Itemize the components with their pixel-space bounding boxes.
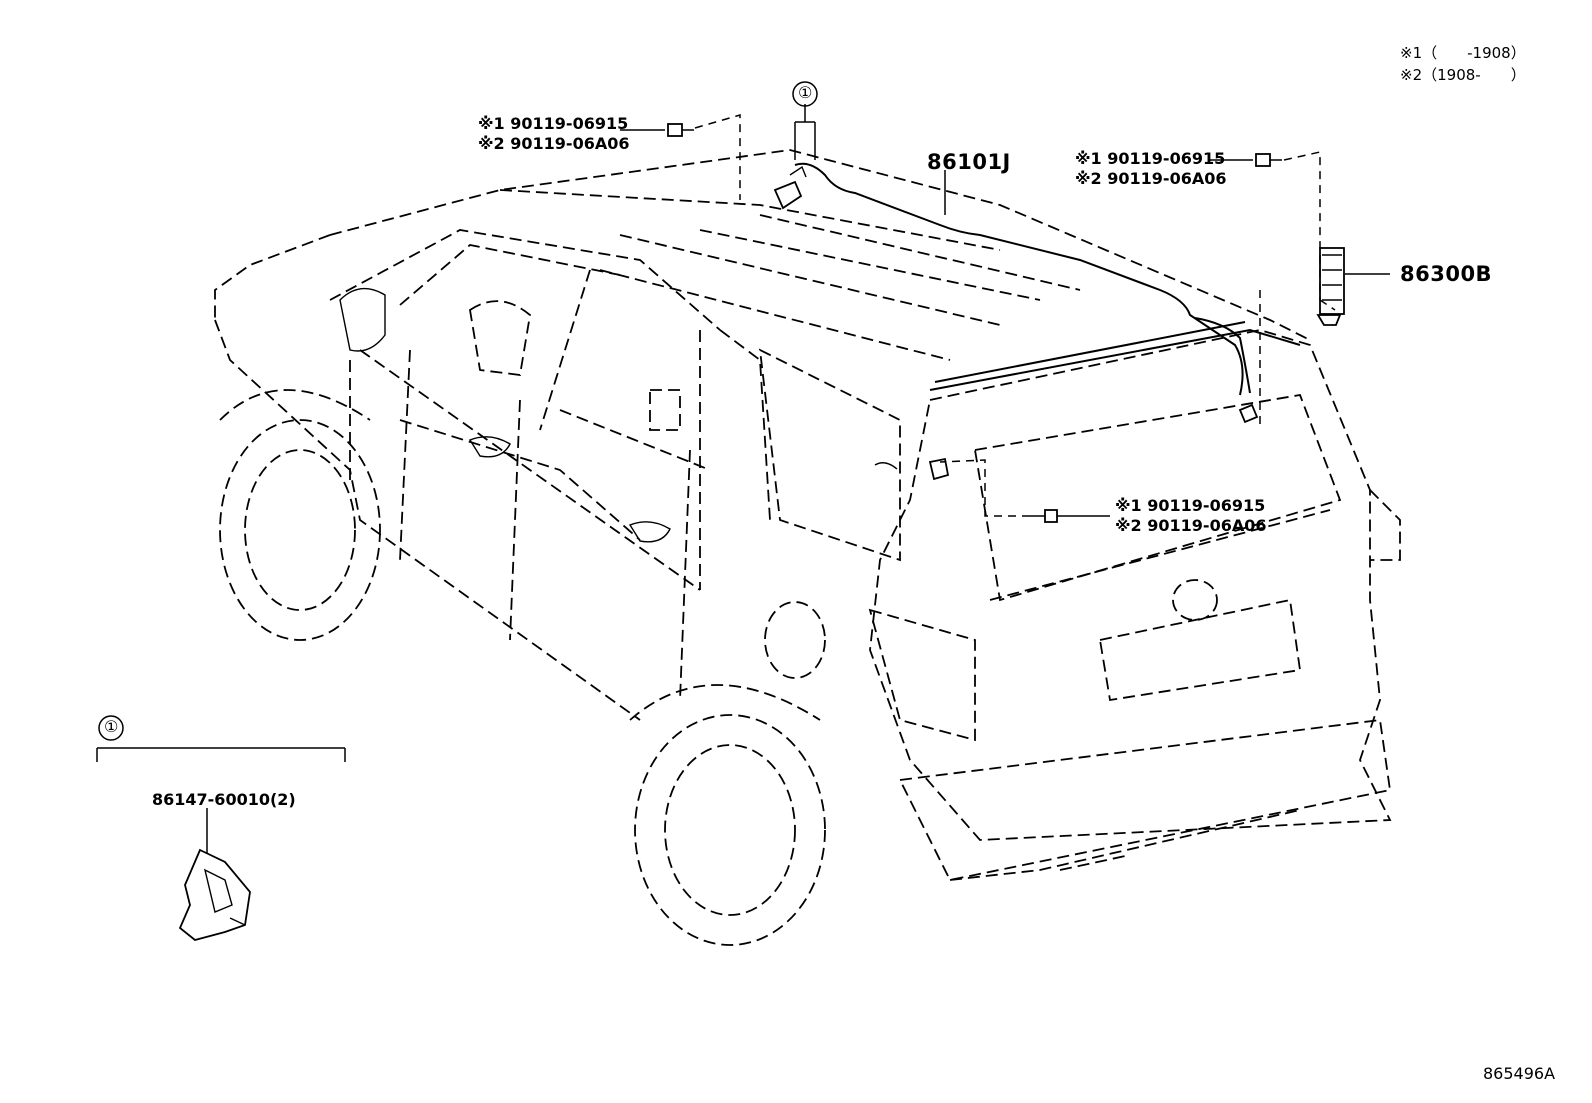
ref-marker-bottom: ① bbox=[104, 717, 119, 736]
bolt-callout-middle-line2: ※2 90119-06A06 bbox=[1115, 516, 1267, 535]
bolt-callout-top-right-line1: ※1 90119-06915 bbox=[1075, 149, 1226, 168]
legend-line-1: ※1（ -1908） bbox=[1400, 44, 1526, 62]
ref-marker-top: ① bbox=[798, 83, 813, 102]
clip-part bbox=[178, 848, 251, 941]
bolt-callout-top-right-line2: ※2 90119-06A06 bbox=[1075, 169, 1227, 188]
bolt-top-left bbox=[667, 123, 694, 137]
antenna-base bbox=[773, 180, 803, 210]
glass-connector bbox=[1238, 403, 1259, 424]
antenna-cable-line-2 bbox=[1194, 317, 1251, 394]
bolt-callout-middle: ※1 90119-06915 ※2 90119-06A06 bbox=[1115, 496, 1266, 536]
ref-circle-top bbox=[792, 81, 818, 107]
bolt-callout-top-left-line2: ※2 90119-06A06 bbox=[478, 134, 630, 153]
body-ground bbox=[928, 457, 950, 481]
part-label-86300B: 86300B bbox=[1400, 262, 1493, 286]
bolt-callout-top-left-line1: ※1 90119-06915 bbox=[478, 114, 629, 133]
bolt-callout-top-right: ※1 90119-06915 ※2 90119-06A06 bbox=[1075, 149, 1226, 189]
antenna-cable-line bbox=[794, 162, 1244, 396]
amplifier-part bbox=[1316, 247, 1345, 326]
ref-circle-bottom bbox=[98, 715, 124, 741]
legend: ※1（ -1908） ※2（1908- ） bbox=[1400, 42, 1526, 86]
bolt-middle bbox=[1030, 509, 1058, 523]
bolt-callout-middle-line1: ※1 90119-06915 bbox=[1115, 496, 1266, 515]
bolt-top-right bbox=[1255, 153, 1282, 167]
legend-line-2: ※2（1908- ） bbox=[1400, 66, 1526, 84]
figure-id: 865496A bbox=[1483, 1064, 1556, 1083]
part-label-86101J: 86101J bbox=[927, 150, 1011, 174]
vehicle-body bbox=[214, 149, 1401, 946]
part-label-86147: 86147-60010(2) bbox=[152, 790, 296, 809]
bolt-callout-top-left: ※1 90119-06915 ※2 90119-06A06 bbox=[478, 114, 629, 154]
